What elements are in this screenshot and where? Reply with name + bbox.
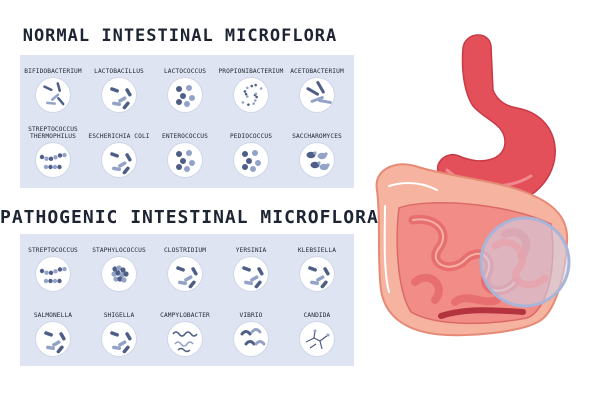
microbe-label: PEDIOCOCCUS [229,133,273,140]
rods-icon [102,143,136,177]
spiral-icon [168,322,202,356]
pathogenic-microbe-item: VIBRIO [218,303,284,356]
normal-microbe-item: ENTEROCOCCUS [152,124,218,177]
cocci-icon [168,78,202,112]
pathogenic-microbe-item: KLEBSIELLA [284,238,350,291]
cocci-icon [168,143,202,177]
microbe-label: LACTOCOCCUS [163,68,207,75]
microbe-label: ACETOBACTERIUM [290,68,344,75]
pathogenic-microbe-item: CANDIDA [284,303,350,356]
yeast-icon [300,143,334,177]
rods-icon [102,322,136,356]
cocci-icon [234,143,268,177]
digestive-tract-illustration [375,34,571,337]
chain-cocci-icon [36,257,70,291]
microbe-label: SALMONELLA [33,312,73,319]
normal-microbe-item: BIFIDOBACTERIUM [20,59,86,112]
microbe-label: KLEBSIELLA [297,247,337,254]
microbe-label: BIFIDOBACTERIUM [24,68,82,75]
small-cocci-icon [234,78,268,112]
microbe-label: YERSINIA [235,247,267,254]
pathogenic-microflora-title: PATHOGENIC INTESTINAL MICROFLORA [0,207,379,228]
rods-icon [36,322,70,356]
branched-rods-icon [36,78,70,112]
microbe-label: ESCHERICHIA COLI [88,133,150,140]
pathogenic-microbe-item: SALMONELLA [20,303,86,356]
microbe-label: SHIGELLA [103,312,135,319]
microbe-label: CAMPYLOBACTER [160,312,210,319]
hyphae-icon [300,322,334,356]
pathogenic-microbe-item: CAMPYLOBACTER [152,303,218,356]
normal-microbe-item: STREPTOCOCCUS THERMOPHILUS [20,124,86,177]
pathogenic-microbe-item: CLOSTRIDIUM [152,238,218,291]
normal-microflora-panel: BIFIDOBACTERIUM LACTOBACILLUS LACTOCOCCUS P… [20,55,354,188]
microbe-label: CANDIDA [303,312,331,319]
chain-cocci-icon [36,143,70,177]
pathogenic-microbe-item: STREPTOCOCCUS [20,238,86,291]
normal-microbe-item: PROPIONIBACTERIUM [218,59,284,112]
microbe-label: CLOSTRIDIUM [163,247,207,254]
normal-microbe-item: PEDIOCOCCUS [218,124,284,177]
pathogenic-microbe-item: STAPHYLOCOCCUS [86,238,152,291]
pathogenic-microbe-item: YERSINIA [218,238,284,291]
microbe-label: SACCHAROMYCES [292,133,342,140]
microbe-label: PROPIONIBACTERIUM [218,68,284,75]
normal-microbe-item: LACTOBACILLUS [86,59,152,112]
magnifier-lens-icon [479,216,571,308]
microbe-label: ENTEROCOCCUS [162,133,208,140]
normal-microbe-item: ACETOBACTERIUM [284,59,350,112]
microbe-label: STREPTOCOCCUS [28,247,78,254]
normal-microbe-item: LACTOCOCCUS [152,59,218,112]
normal-microbe-item: SACCHAROMYCES [284,124,350,177]
microbe-label: LACTOBACILLUS [94,68,144,75]
microbe-label: VIBRIO [239,312,263,319]
rods-icon [102,78,136,112]
rods-icon [234,257,268,291]
microbe-label: STAPHYLOCOCCUS [92,247,146,254]
pathogenic-microflora-panel: STREPTOCOCCUS STAPHYLOCOCCUS CLOSTRIDIUM YE… [20,234,354,366]
pathogenic-microbe-item: SHIGELLA [86,303,152,356]
long-rods-icon [300,78,334,112]
rods-icon [300,257,334,291]
cluster-cocci-icon [102,257,136,291]
microbe-label: STREPTOCOCCUS THERMOPHILUS [28,126,78,140]
normal-microflora-title: NORMAL INTESTINAL MICROFLORA [22,26,338,46]
curved-rods-icon [234,322,268,356]
rods-icon [168,257,202,291]
normal-microbe-item: ESCHERICHIA COLI [86,124,152,177]
